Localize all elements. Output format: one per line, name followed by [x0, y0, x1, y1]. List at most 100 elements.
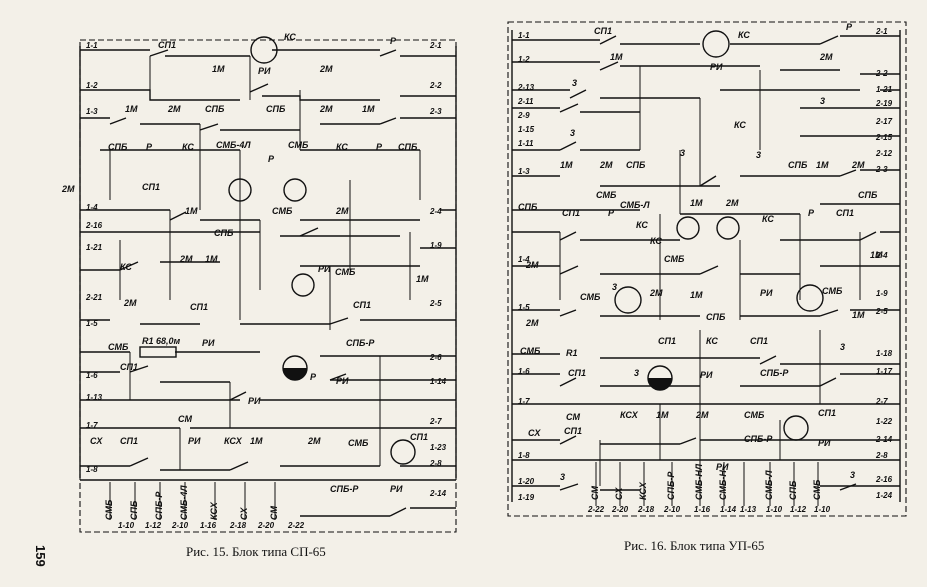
svg-text:2М: 2М — [649, 288, 663, 298]
svg-text:2М: 2М — [319, 104, 333, 114]
rbottom-label-sx: СХ — [614, 487, 624, 500]
svg-text:РИ: РИ — [248, 396, 261, 406]
svg-text:РИ: РИ — [318, 264, 331, 274]
bottom-term-1-12: 1-12 — [145, 521, 162, 530]
term-l-1-8: 1-8 — [86, 465, 98, 474]
term-r-2-14: 2-14 — [429, 489, 447, 498]
svg-text:СП1: СП1 — [594, 26, 612, 36]
svg-text:СПБ-Р: СПБ-Р — [744, 434, 773, 444]
svg-text:1М: 1М — [690, 290, 703, 300]
svg-text:РИ: РИ — [390, 484, 403, 494]
term-r-2-7: 2-7 — [429, 417, 442, 426]
term-l-1-3: 1-3 — [86, 107, 98, 116]
resistor-r1 — [139, 346, 177, 358]
svg-text:СП1: СП1 — [562, 208, 580, 218]
svg-text:СП1: СП1 — [750, 336, 768, 346]
diagram-sp65: СП1 КС РИ Р 1М 2М 1М 2М СПБ СПБ 2М 1М СМ… — [61, 32, 457, 559]
svg-text:КСХ: КСХ — [224, 436, 243, 446]
bottom-label-spb: СПБ — [129, 500, 139, 520]
rterm-l-1-8: 1-8 — [518, 451, 530, 460]
svg-text:СМБ-Л: СМБ-Л — [620, 200, 650, 210]
bottom-label-ksx: КСХ — [209, 501, 219, 520]
svg-text:СП1: СП1 — [818, 408, 836, 418]
rterm-r-2-2: 2-2 — [875, 69, 888, 78]
svg-text:2М: 2М — [819, 52, 833, 62]
svg-text:1М: 1М — [852, 310, 865, 320]
rterm-l-1-6: 1-6 — [518, 367, 530, 376]
svg-text:РИ: РИ — [700, 370, 713, 380]
svg-text:Р: Р — [808, 208, 815, 218]
svg-text:СМ: СМ — [566, 412, 580, 422]
svg-text:РИ: РИ — [336, 376, 349, 386]
svg-text:СМБ-4Л: СМБ-4Л — [216, 140, 251, 150]
svg-text:КС: КС — [738, 30, 750, 40]
relay-1m-coil-r — [676, 216, 700, 240]
rbottom-label-smb-nl: СМБ-НЛ — [694, 463, 704, 500]
rterm-r-2-14: 2-14 — [875, 435, 893, 444]
svg-text:Р: Р — [268, 154, 275, 164]
rbottom-term-2-10: 2-10 — [663, 505, 681, 514]
svg-text:РИ: РИ — [188, 436, 201, 446]
svg-text:1М: 1М — [816, 160, 829, 170]
svg-text:2М: 2М — [525, 260, 539, 270]
relay-smb-coil-r — [614, 286, 642, 314]
bottom-label-sm: СМ — [269, 506, 279, 520]
svg-text:РИ: РИ — [818, 438, 831, 448]
svg-text:СХ: СХ — [528, 428, 541, 438]
svg-text:РИ: РИ — [760, 288, 773, 298]
rterm-l-2-9: 2-9 — [517, 111, 530, 120]
rterm-l-2-11: 2-11 — [517, 97, 534, 106]
left-contacts — [109, 49, 407, 517]
rbottom-term-1-14: 1-14 — [720, 505, 737, 514]
rbottom-label-ksx: КСХ — [638, 481, 648, 500]
svg-text:2М: 2М — [695, 410, 709, 420]
svg-text:2М: 2М — [319, 64, 333, 74]
svg-text:Р: Р — [390, 36, 397, 46]
rbottom-label-smb-n: СМБ-Н — [718, 470, 728, 500]
rterm-r-2-17: 2-17 — [875, 117, 893, 126]
rterm-l-1-15: 1-15 — [518, 125, 535, 134]
svg-text:3: 3 — [756, 150, 761, 160]
svg-text:СМБ: СМБ — [596, 190, 617, 200]
rterm-l-1-3: 1-3 — [518, 167, 530, 176]
left-caption: Рис. 15. Блок типа СП-65 — [186, 544, 326, 559]
svg-text:1М: 1М — [212, 64, 225, 74]
svg-text:КС: КС — [120, 262, 132, 272]
svg-text:2М: 2М — [307, 436, 321, 446]
svg-text:СПБ: СПБ — [858, 190, 878, 200]
rterm-r-2-12: 2-12 — [875, 149, 893, 158]
rterm-r-2-19: 2-19 — [875, 99, 893, 108]
svg-text:3: 3 — [840, 342, 845, 352]
left-labels: СП1 КС РИ Р 1М 2М 1М 2М СПБ СПБ 2М 1М СМ… — [61, 32, 429, 494]
svg-text:1М: 1М — [870, 250, 883, 260]
rbottom-term-2-18: 2-18 — [637, 505, 655, 514]
relay-sp1-coil-r — [783, 415, 809, 441]
svg-text:1М: 1М — [416, 274, 429, 284]
svg-text:КС: КС — [650, 236, 662, 246]
svg-text:СМБ: СМБ — [288, 140, 309, 150]
relay-ri-coil-r — [796, 284, 824, 312]
rterm-r-2-5: 2-5 — [875, 307, 888, 316]
svg-text:КС: КС — [284, 32, 296, 42]
rterm-l-2-13: 2-13 — [517, 83, 535, 92]
term-l-1-2: 1-2 — [86, 81, 98, 90]
svg-text:КСХ: КСХ — [620, 410, 639, 420]
svg-text:3: 3 — [820, 96, 825, 106]
bottom-label-sx: СХ — [239, 507, 249, 520]
relay-sp1-coil — [390, 439, 416, 465]
bottom-term-2-22: 2-22 — [287, 521, 305, 530]
right-contacts — [559, 35, 877, 491]
bottom-term-1-10: 1-10 — [118, 521, 135, 530]
rbottom-label-sm: СМ — [590, 486, 600, 500]
term-r-2-5: 2-5 — [429, 299, 442, 308]
svg-text:КС: КС — [336, 142, 348, 152]
svg-text:СМБ: СМБ — [520, 346, 541, 356]
rbottom-label-spb: СПБ — [788, 480, 798, 500]
svg-text:3: 3 — [634, 368, 639, 378]
svg-text:2М: 2М — [851, 160, 865, 170]
svg-text:СПБ: СПБ — [706, 312, 726, 322]
svg-text:СПБ: СПБ — [398, 142, 418, 152]
bottom-label-smb: СМБ — [104, 499, 114, 520]
svg-text:СП1: СП1 — [142, 182, 160, 192]
